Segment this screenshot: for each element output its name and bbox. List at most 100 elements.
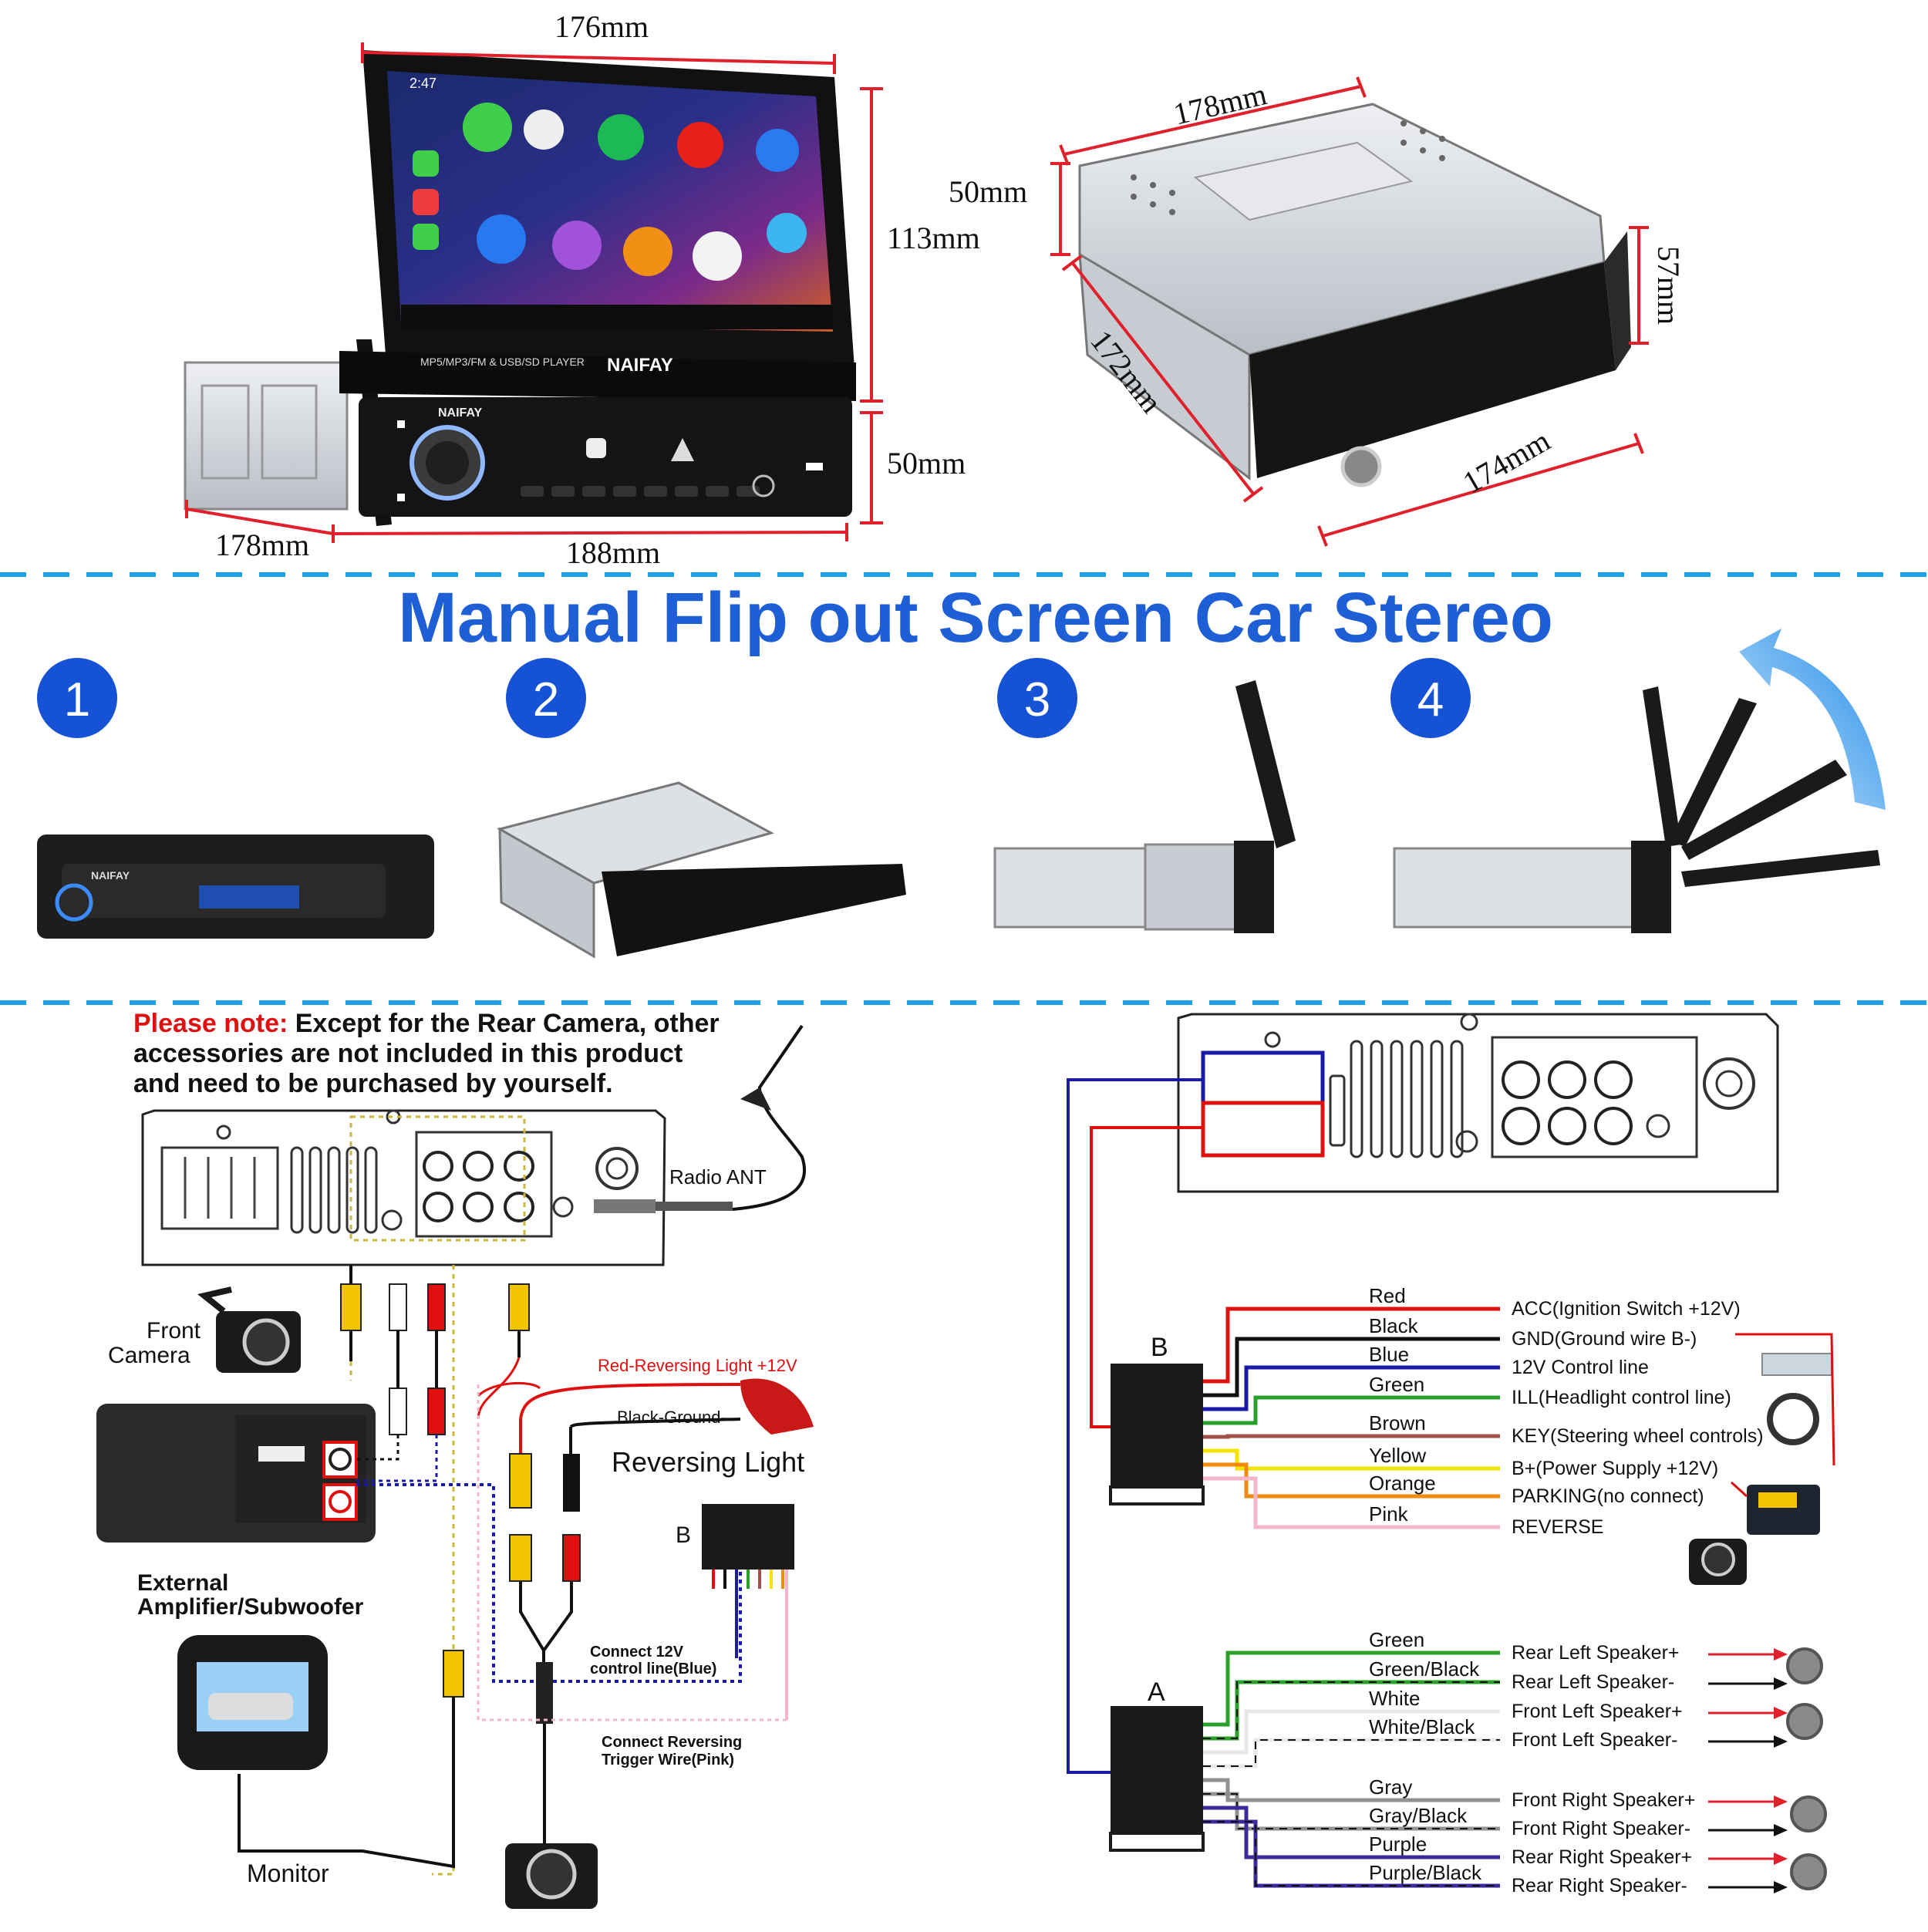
face-brand: NAIFAY xyxy=(607,355,673,376)
harness-a-wire-color-7: Purple/Black xyxy=(1369,1861,1482,1884)
panel-buttons xyxy=(521,486,760,497)
harness-a-wire-0 xyxy=(1203,1650,1500,1727)
step-2-number: 2 xyxy=(533,673,559,727)
harness-a-wire-color-5: Gray/Black xyxy=(1369,1804,1468,1827)
front-view-unit: 2:47 MP5/MP3/FM & USB/SD PLAYER NAIFAY N… xyxy=(184,50,856,526)
harness-b-wire-function-2: 12V Control line xyxy=(1512,1357,1649,1378)
harness-b-wire-5 xyxy=(1203,1448,1500,1471)
dim-screen-height: 113mm xyxy=(887,221,980,255)
harness-a-wire-color-0: Green xyxy=(1369,1628,1424,1651)
harness-b-wire-2 xyxy=(1203,1365,1500,1411)
dim-body-side-height: 50mm xyxy=(949,174,1027,209)
harness-b-wire-3 xyxy=(1203,1395,1500,1425)
dim-front-width: 188mm xyxy=(566,535,660,570)
dim-body-top-width: 178mm xyxy=(1170,76,1269,131)
carplay-app-icons xyxy=(413,103,807,281)
connect-12v-label-1: Connect 12V xyxy=(590,1644,684,1661)
harness-b-wire-4 xyxy=(1203,1434,1500,1439)
harness-b-wire-color-0: Red xyxy=(1369,1284,1406,1307)
page-title: Manual Flip out Screen Car Stereo xyxy=(398,578,1553,657)
small-b-label: B xyxy=(676,1522,691,1548)
red-reversing-label: Red-Reversing Light +12V xyxy=(598,1356,797,1375)
body-dimensions xyxy=(1050,76,1649,547)
battery-icon xyxy=(1747,1485,1820,1535)
harness-a-wire-function-6: Rear Right Speaker+ xyxy=(1512,1846,1692,1868)
harness-a-wire-function-2: Front Left Speaker+ xyxy=(1512,1701,1683,1722)
face-label: MP5/MP3/FM & USB/SD PLAYER xyxy=(420,356,585,368)
harness-a-wire-color-2: White xyxy=(1369,1687,1420,1710)
harness-b-wire-color-6: Orange xyxy=(1369,1472,1436,1495)
speaker-icons xyxy=(1786,1647,1827,1890)
dim-top-width: 176mm xyxy=(554,9,649,44)
harness-a-wire-color-4: Gray xyxy=(1369,1775,1412,1799)
front-dimensions xyxy=(185,42,883,543)
reversing-light-label: Reversing Light xyxy=(612,1446,804,1478)
connect-reversing-label-1: Connect Reversing xyxy=(602,1734,742,1751)
harness-a-wire-stripe-7 xyxy=(1203,1821,1500,1886)
connect-12v-label-2: control line(Blue) xyxy=(590,1661,716,1677)
step-4-number: 4 xyxy=(1417,673,1444,727)
speaker-pointer-head-4 xyxy=(1774,1795,1788,1808)
harness-a-label: A xyxy=(1148,1677,1165,1707)
harness-a-wire-stripe-5 xyxy=(1203,1793,1500,1829)
harness-b-wire-function-7: REVERSE xyxy=(1512,1516,1603,1538)
harness-a-wire-function-3: Front Left Speaker- xyxy=(1512,1729,1677,1751)
left-wiring-diagram: Radio ANT Front Camera External Amplifie… xyxy=(96,1024,814,1909)
step-1-number: 1 xyxy=(64,673,90,727)
dim-body-front-height: 57mm xyxy=(1651,246,1686,325)
harness-b-wire-0 xyxy=(1203,1307,1500,1384)
step-4: 4 xyxy=(1390,629,1886,933)
harness-a-connector xyxy=(1111,1706,1203,1833)
harness-b-wire-color-1: Black xyxy=(1369,1314,1419,1337)
step-1: 1 NAIFAY xyxy=(37,658,434,939)
harness-b-wire-function-0: ACC(Ignition Switch +12V) xyxy=(1512,1298,1741,1320)
speaker-pointer-head-7 xyxy=(1774,1881,1788,1893)
dim-body-front-width: 174mm xyxy=(1457,423,1556,500)
step-2: 2 xyxy=(497,658,906,959)
steering-wheel-icon xyxy=(1767,1393,1819,1445)
harness-b-wire-color-2: Blue xyxy=(1369,1343,1409,1366)
speaker-pointer-head-2 xyxy=(1774,1707,1788,1719)
step-3-number: 3 xyxy=(1024,673,1050,727)
dim-depth: 178mm xyxy=(215,528,309,562)
note-line-1: Please note: Except for the Rear Camera,… xyxy=(133,1009,720,1038)
harness-b-wire-color-4: Brown xyxy=(1369,1411,1426,1435)
speaker-pointer-head-5 xyxy=(1774,1824,1788,1836)
harness-a-wire-stripe-1 xyxy=(1203,1681,1500,1739)
note-line-2: accessories are not included in this pro… xyxy=(133,1039,683,1068)
harness-a-wire-function-1: Rear Left Speaker- xyxy=(1512,1671,1674,1693)
black-ground-label: Black-Ground- xyxy=(617,1408,726,1427)
step-1-brand: NAIFAY xyxy=(91,869,130,882)
panel-brand: NAIFAY xyxy=(438,406,483,420)
harness-b-wire-color-3: Green xyxy=(1369,1373,1424,1396)
speaker-pointer-head-6 xyxy=(1774,1853,1788,1865)
amplifier-label-1: External xyxy=(137,1570,228,1596)
harness-b-label: B xyxy=(1151,1333,1168,1362)
harness-b-wire-function-1: GND(Ground wire B-) xyxy=(1512,1328,1697,1350)
harness-b-wire-function-4: KEY(Steering wheel controls) xyxy=(1512,1425,1764,1447)
front-camera-label-2: Camera xyxy=(108,1343,190,1368)
harness-b-wire-function-6: PARKING(no connect) xyxy=(1512,1485,1704,1507)
harness-b-wire-1 xyxy=(1203,1337,1500,1398)
harness-b-wire-function-3: ILL(Headlight control line) xyxy=(1512,1387,1731,1408)
harness-a-wire-function-0: Rear Left Speaker+ xyxy=(1512,1642,1680,1664)
harness-b-wire-color-7: Pink xyxy=(1369,1502,1409,1526)
harness-b-connector xyxy=(1111,1364,1203,1487)
step-3: 3 xyxy=(993,658,1296,933)
speaker-pointer-head-0 xyxy=(1774,1648,1788,1661)
svg-text:2:47: 2:47 xyxy=(410,76,436,91)
harness-b-wire-7 xyxy=(1203,1476,1500,1529)
amplifier-label-2: Amplifier/Subwoofer xyxy=(137,1594,364,1620)
body-view-unit xyxy=(1078,103,1631,487)
harness-b-wire-color-5: Yellow xyxy=(1369,1444,1426,1467)
connect-reversing-label-2: Trigger Wire(Pink) xyxy=(602,1752,734,1768)
harness-a-wire-color-6: Purple xyxy=(1369,1833,1427,1856)
radio-ant-label: Radio ANT xyxy=(669,1165,767,1189)
harness-a-wire-function-5: Front Right Speaker- xyxy=(1512,1818,1690,1839)
front-camera-label-1: Front xyxy=(147,1318,201,1344)
harness-a-wire-function-7: Rear Right Speaker- xyxy=(1512,1875,1687,1897)
harness-a-wire-4 xyxy=(1203,1778,1500,1802)
note-line-3: and need to be purchased by yourself. xyxy=(133,1069,613,1098)
harness-a-wire-color-3: White/Black xyxy=(1369,1715,1475,1738)
